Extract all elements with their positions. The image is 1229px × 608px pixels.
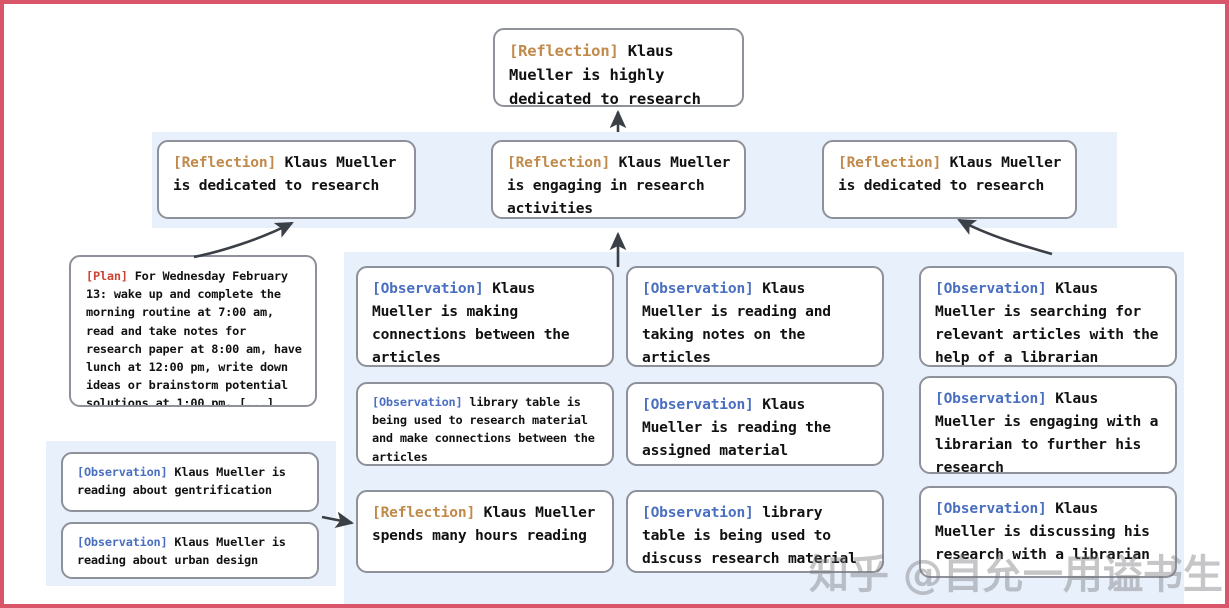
node-text: library table is being used to research … xyxy=(372,395,595,464)
node-text: Klaus Mueller is discussing his research… xyxy=(935,500,1150,563)
node-text: Klaus Mueller is reading and taking note… xyxy=(642,280,831,366)
node-left-observation-2[interactable]: [Observation] Klaus Mueller is reading a… xyxy=(61,522,319,579)
node-tag: [Observation] xyxy=(935,280,1047,297)
node-text: Klaus Mueller is reading the assigned ma… xyxy=(642,396,831,459)
node-col-b-3[interactable]: [Observation] library table is being use… xyxy=(626,490,884,573)
node-reflection-3[interactable]: [Reflection] Klaus Mueller is dedicated … xyxy=(822,140,1077,219)
node-text: Klaus Mueller is dedicated to research xyxy=(838,154,1062,194)
node-tag: [Observation] xyxy=(642,504,754,521)
node-col-a-3[interactable]: [Reflection] Klaus Mueller spends many h… xyxy=(356,490,614,573)
node-col-c-1[interactable]: [Observation] Klaus Mueller is searching… xyxy=(919,266,1177,367)
node-text: Klaus Mueller is reading about urban des… xyxy=(77,535,286,568)
node-top-reflection[interactable]: [Reflection] Klaus Mueller is highly ded… xyxy=(493,28,744,107)
node-text: Klaus Mueller is highly dedicated to res… xyxy=(509,42,701,107)
node-text: Klaus Mueller is searching for relevant … xyxy=(935,280,1159,366)
node-tag: [Reflection] xyxy=(838,154,942,171)
node-tag: [Observation] xyxy=(935,390,1047,407)
node-text: Klaus Mueller is engaging with a librari… xyxy=(935,390,1159,474)
node-col-b-1[interactable]: [Observation] Klaus Mueller is reading a… xyxy=(626,266,884,367)
node-reflection-1[interactable]: [Reflection] Klaus Mueller is dedicated … xyxy=(157,140,416,219)
node-reflection-2[interactable]: [Reflection] Klaus Mueller is engaging i… xyxy=(491,140,746,219)
node-left-observation-1[interactable]: [Observation] Klaus Mueller is reading a… xyxy=(61,452,319,512)
node-tag: [Observation] xyxy=(77,465,168,479)
node-plan[interactable]: [Plan] For Wednesday February 13: wake u… xyxy=(69,255,317,407)
node-tag: [Observation] xyxy=(77,535,168,549)
node-text: Klaus Mueller spends many hours reading xyxy=(372,504,596,544)
node-col-c-3[interactable]: [Observation] Klaus Mueller is discussin… xyxy=(919,486,1177,578)
node-tag: [Observation] xyxy=(642,280,754,297)
arrow-plan-to-left-reflection xyxy=(193,221,294,259)
node-tag: [Reflection] xyxy=(173,154,277,171)
node-col-b-2[interactable]: [Observation] Klaus Mueller is reading t… xyxy=(626,382,884,466)
node-text: Klaus Mueller is dedicated to research xyxy=(173,154,397,194)
node-text: Klaus Mueller is reading about gentrific… xyxy=(77,465,286,498)
node-col-a-1[interactable]: [Observation] Klaus Mueller is making co… xyxy=(356,266,614,367)
node-tag: [Observation] xyxy=(935,500,1047,517)
node-text: For Wednesday February 13: wake up and c… xyxy=(86,269,302,407)
node-tag: [Reflection] xyxy=(509,42,619,60)
node-tag: [Observation] xyxy=(642,396,754,413)
node-tag: [Plan] xyxy=(86,269,128,283)
node-tag: [Observation] xyxy=(372,280,484,297)
node-col-c-2[interactable]: [Observation] Klaus Mueller is engaging … xyxy=(919,376,1177,474)
node-tag: [Observation] xyxy=(372,395,463,409)
node-text: Klaus Mueller is making connections betw… xyxy=(372,280,570,366)
node-tag: [Reflection] xyxy=(372,504,476,521)
node-col-a-2[interactable]: [Observation] library table is being use… xyxy=(356,382,614,466)
node-text: Klaus Mueller is engaging in research ac… xyxy=(507,154,731,217)
node-tag: [Reflection] xyxy=(507,154,611,171)
node-text: library table is being used to discuss r… xyxy=(642,504,857,567)
